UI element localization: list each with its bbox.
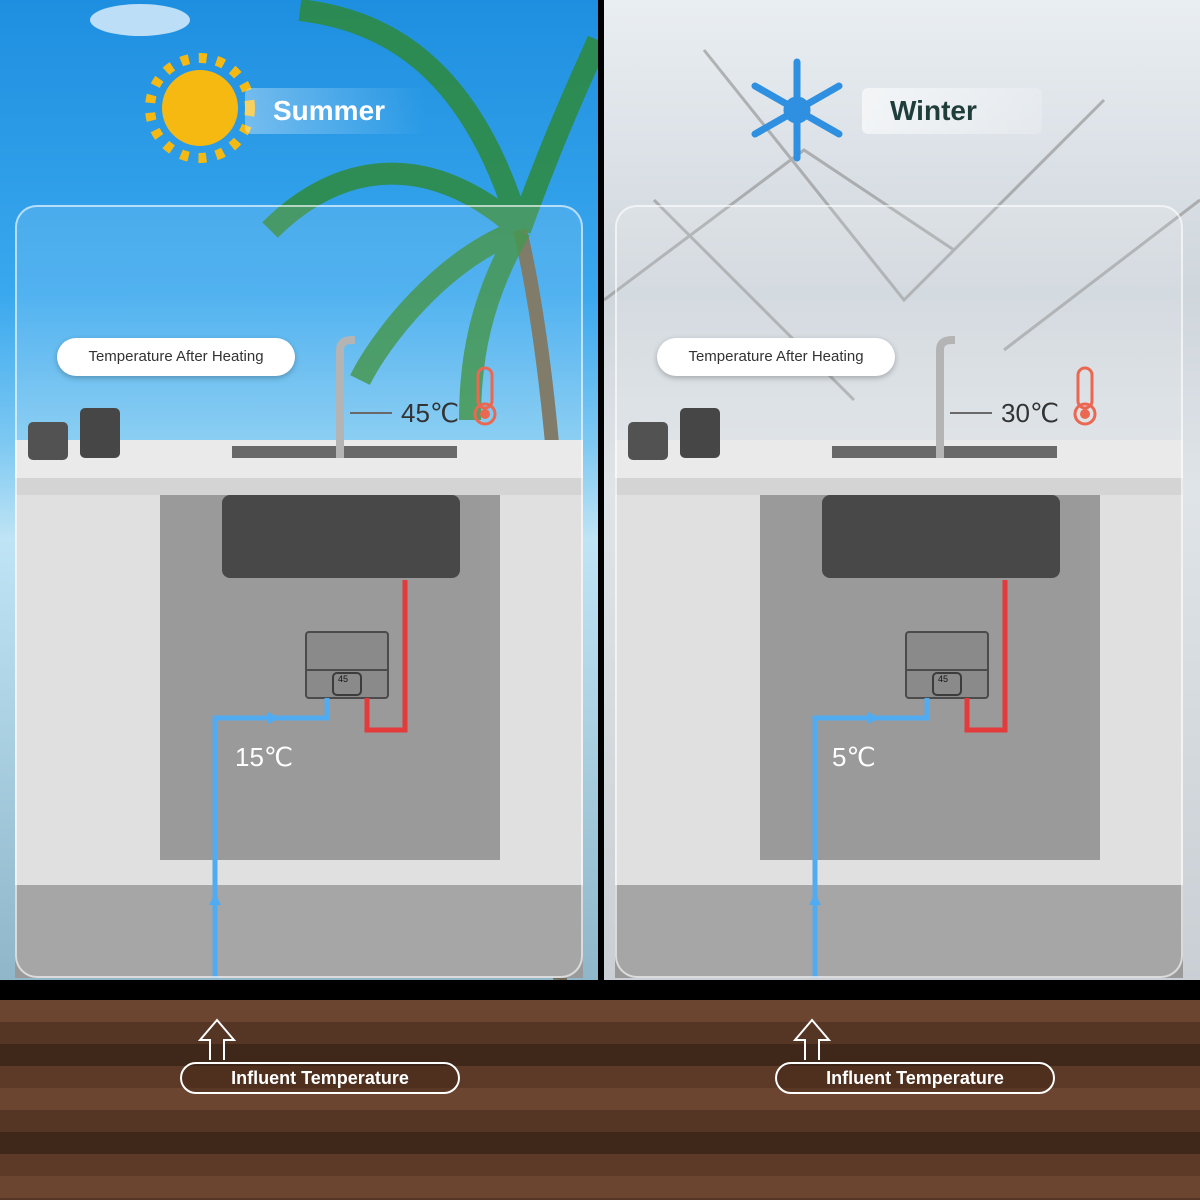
summer-heater-display: 45: [338, 674, 349, 684]
winter-after-heating-label: Temperature After Heating: [657, 338, 895, 376]
summer-after-heating-label: Temperature After Heating: [57, 338, 295, 376]
summer-outlet-temp: 45℃: [401, 398, 460, 428]
influent-arrows: [197, 1018, 832, 1060]
summer-influent-label: Influent Temperature: [180, 1062, 460, 1094]
winter-frosted-card: [615, 205, 1183, 978]
summer-frosted-card: [15, 205, 583, 978]
winter-inlet-temp: 5℃: [832, 742, 876, 772]
sun-icon: [145, 53, 255, 163]
summer-inlet-temp: 15℃: [235, 742, 294, 772]
winter-label: Winter: [862, 88, 1042, 134]
winter-outlet-temp: 30℃: [1001, 398, 1060, 428]
soil-layer: [0, 1000, 1200, 1200]
winter-scene: [604, 49, 1200, 402]
winter-heater-display: 45: [938, 674, 949, 684]
summer-label: Summer: [245, 88, 425, 134]
up-arrow-icon: [792, 1018, 832, 1060]
snowflake-icon: [751, 58, 843, 162]
up-arrow-icon: [197, 1018, 237, 1060]
winter-influent-label: Influent Temperature: [775, 1062, 1055, 1094]
